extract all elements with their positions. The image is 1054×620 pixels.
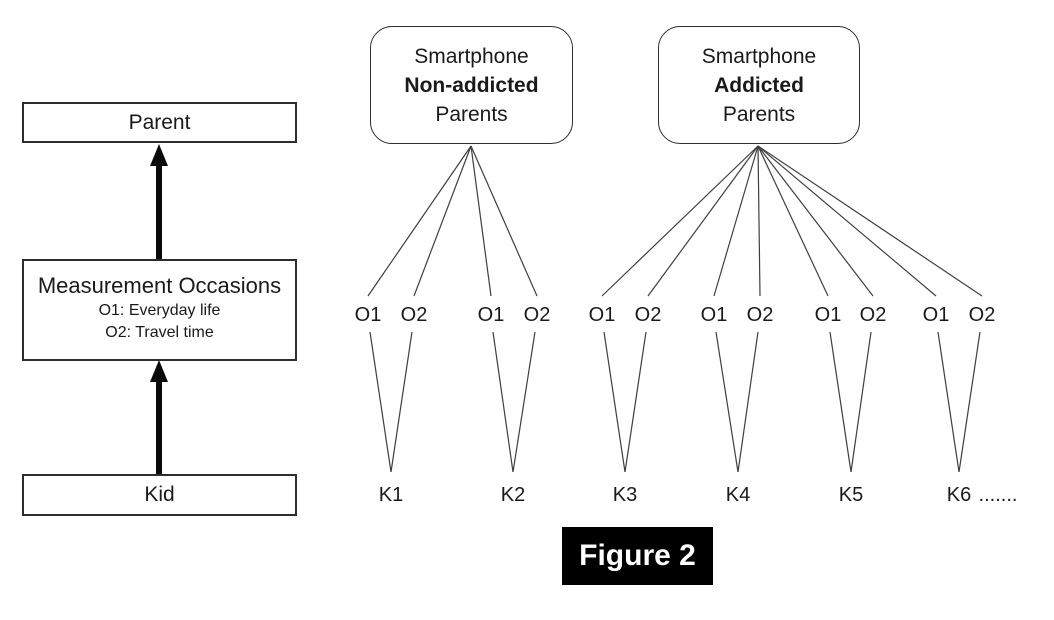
occasions-title: Measurement Occasions (37, 273, 282, 298)
fan-line-group2-o1-3 (601, 145, 759, 297)
group-a-line3: Parents (435, 102, 508, 126)
measurement-occasions-box: Measurement Occasions O1: Everyday life … (22, 259, 297, 361)
fan-line-group1-o2-2 (470, 145, 538, 297)
occasion-to-kid-line-o2-1 (390, 331, 413, 473)
fan-line-group2-o2-5 (757, 145, 874, 297)
parent-box: Parent (22, 102, 297, 143)
fan-line-group1-o2-1 (413, 145, 472, 297)
occasion-to-kid-line-o1-5 (829, 331, 852, 473)
fan-line-group2-o1-6 (757, 145, 937, 297)
figure-label-text: Figure 2 (579, 539, 696, 572)
group-box-addicted: Smartphone Addicted Parents (658, 26, 860, 144)
group-b-line2: Addicted (714, 73, 804, 97)
occasion-to-kid-line-o1-6 (937, 331, 960, 473)
group-b-line1: Smartphone (701, 44, 817, 68)
up-arrow-kid-to-occasions (150, 360, 168, 474)
occasion-to-kid-line-o1-1 (369, 331, 392, 473)
fan-line-group2-o2-6 (757, 145, 983, 297)
fan-line-group2-o1-4 (713, 145, 759, 297)
up-arrow-occasions-to-parent (150, 144, 168, 259)
fan-line-group1-o1-1 (367, 145, 472, 297)
parent-label: Parent (128, 110, 191, 134)
occasion-to-kid-line-o1-3 (603, 331, 626, 473)
fan-line-group2-o1-5 (757, 145, 829, 297)
kid-label: Kid (144, 483, 175, 506)
occasion-to-kid-line-o2-5 (850, 331, 872, 473)
occasion-to-kid-line-o2-4 (737, 331, 759, 473)
occasion-definition-travel: O2: Travel time (105, 324, 214, 341)
group-a-line2: Non-addicted (404, 73, 539, 97)
fan-line-group2-o2-4 (757, 145, 761, 297)
kid-box: Kid (22, 474, 297, 516)
occasion-to-kid-line-o2-6 (958, 331, 981, 473)
occasion-definition-everyday: O1: Everyday life (98, 302, 221, 319)
figure-label: Figure 2 (562, 527, 713, 585)
group-box-non-addicted: Smartphone Non-addicted Parents (370, 26, 573, 144)
occasion-to-kid-line-o1-2 (492, 331, 514, 473)
group-b-line3: Parents (722, 102, 796, 126)
occasion-to-kid-line-o2-2 (512, 331, 536, 473)
occasion-to-kid-line-o1-4 (715, 331, 739, 473)
occasion-to-kid-line-o2-3 (624, 331, 647, 473)
group-a-line1: Smartphone (414, 44, 529, 68)
fan-line-group2-o2-3 (647, 145, 759, 297)
fan-line-group1-o1-2 (470, 145, 492, 297)
